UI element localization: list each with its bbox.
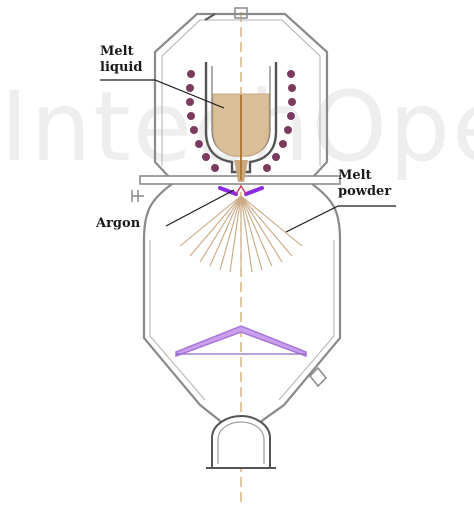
upper-chamber (153, 12, 329, 179)
melt-powder-label-line1: Melt (338, 168, 372, 183)
top-port (234, 7, 248, 19)
melt-powder-label-line2: powder (338, 184, 392, 199)
spray-cone (179, 195, 303, 274)
induction-coil (185, 69, 297, 173)
melt-liquid-label-line1: Melt (100, 44, 134, 59)
argon-label: Argon (96, 216, 141, 231)
gas-inlet-port (131, 190, 144, 202)
collector-cone (175, 325, 307, 358)
powder-canister (211, 414, 271, 469)
argon-nozzle (218, 184, 264, 196)
exhaust-port (308, 366, 328, 388)
melt-powder-label: Melt powder (338, 168, 391, 200)
melt-liquid-label: Melt liquid (100, 44, 142, 76)
leader-lines (100, 79, 396, 233)
melt-liquid-label-line2: liquid (100, 60, 143, 75)
lower-chamber (142, 183, 227, 435)
